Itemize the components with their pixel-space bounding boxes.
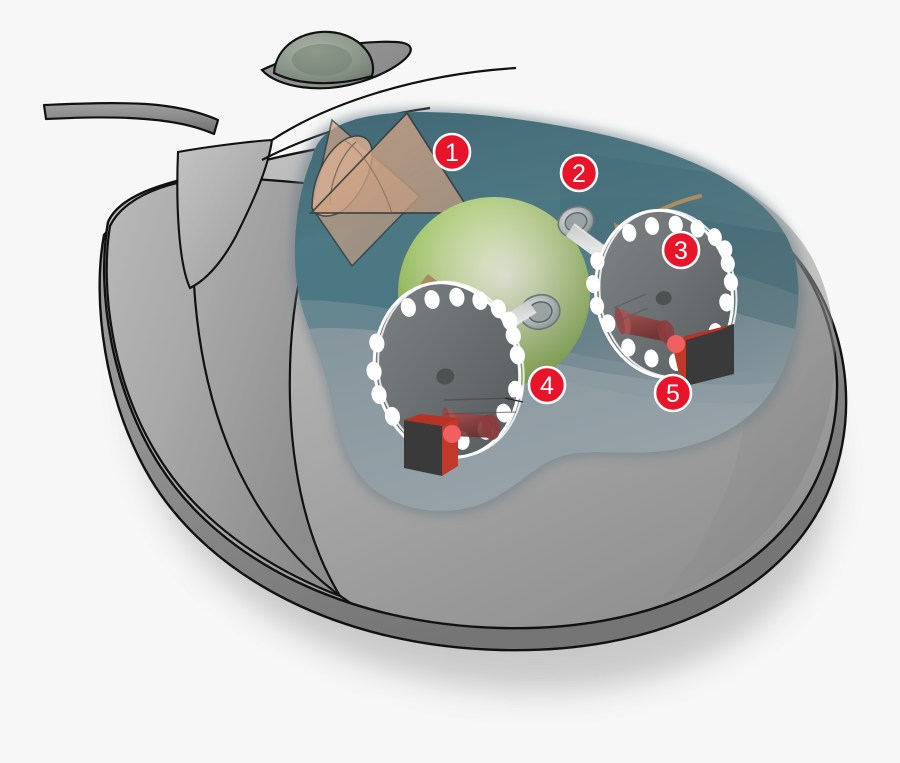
scroll-wheel[interactable] — [260, 30, 412, 90]
scroll-wheel-shade — [292, 44, 352, 76]
photodetector-right — [667, 324, 734, 386]
callout-1[interactable]: 1 — [432, 132, 472, 172]
callout-2[interactable]: 2 — [559, 153, 599, 193]
mouse-cable — [42, 102, 220, 136]
encoder-disc-left — [366, 280, 526, 459]
callout-4[interactable]: 4 — [527, 365, 567, 405]
callout-3[interactable]: 3 — [661, 230, 701, 270]
led-emitter-right — [613, 293, 675, 344]
hand-motion-shape — [309, 111, 473, 268]
roller-bearing-right — [557, 205, 595, 239]
callout-5[interactable]: 5 — [653, 373, 693, 413]
callout-4-tick — [504, 397, 524, 403]
photodetector-left — [404, 414, 461, 476]
